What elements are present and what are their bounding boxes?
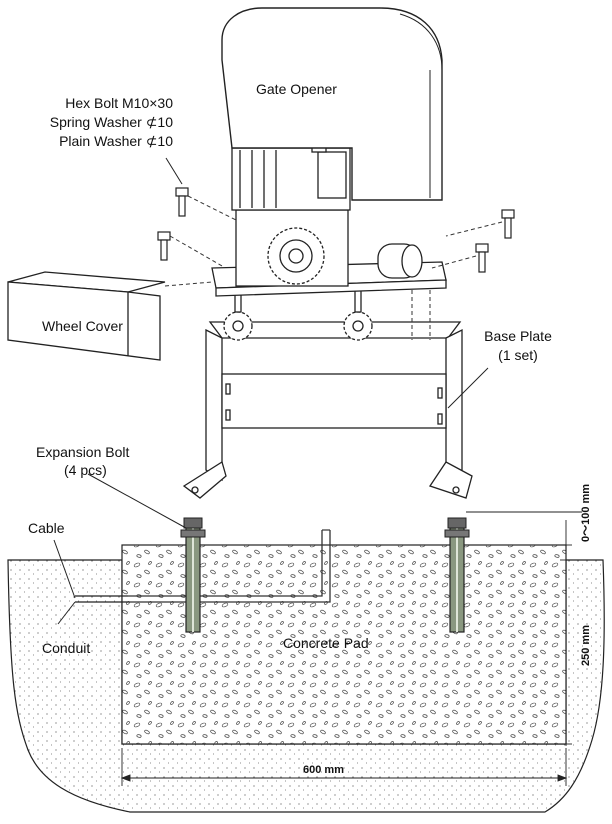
guide-wheel-right bbox=[343, 287, 373, 341]
dimension-lines bbox=[120, 511, 582, 786]
gate-opener-housing bbox=[221, 7, 443, 201]
expansion-bolt-qty-label: (4 pcs) bbox=[64, 462, 107, 478]
depth-dimension-label: 250 mm bbox=[580, 625, 592, 666]
assembly-guides bbox=[164, 195, 503, 340]
expansion-bolt-left bbox=[180, 517, 206, 633]
expansion-bolt-label: Expansion Bolt bbox=[36, 444, 130, 460]
width-dimension-label: 600 mm bbox=[303, 764, 344, 776]
expansion-bolt-right bbox=[444, 517, 470, 633]
conduit-label: Conduit bbox=[42, 640, 90, 656]
cable-label: Cable bbox=[28, 520, 65, 536]
leader-lines bbox=[53, 157, 489, 625]
base-plate-label: Base Plate bbox=[484, 328, 552, 344]
protrusion-dimension-label: 0～100 mm bbox=[580, 484, 592, 542]
wheel-cover bbox=[7, 271, 166, 361]
base-plate bbox=[182, 321, 473, 499]
capacitor bbox=[377, 243, 423, 279]
concrete-pad-label: Concrete Pad bbox=[283, 635, 369, 651]
wheel-cover-label: Wheel Cover bbox=[42, 318, 123, 334]
gate-opener-label: Gate Opener bbox=[256, 81, 337, 97]
hex-bolt-label: Hex Bolt M10×30 bbox=[65, 95, 173, 111]
base-plate-qty-label: (1 set) bbox=[498, 347, 538, 363]
hex-bolt-right-upper bbox=[501, 209, 515, 239]
plain-washer-label: Plain Washer ⊄10 bbox=[59, 133, 173, 149]
spring-washer-label: Spring Washer ⊄10 bbox=[50, 114, 173, 130]
guide-wheel-left bbox=[223, 287, 253, 341]
ground bbox=[7, 559, 605, 813]
hex-bolt-right-lower bbox=[475, 243, 489, 273]
hex-bolt-left-lower bbox=[157, 231, 171, 261]
hex-bolt-left-upper bbox=[175, 187, 189, 217]
